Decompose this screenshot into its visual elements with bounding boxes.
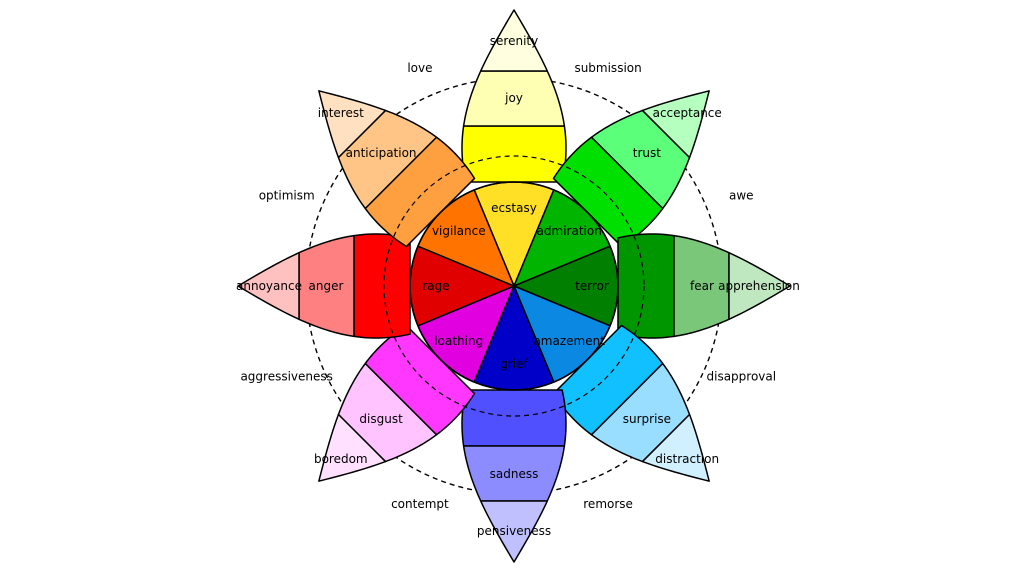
segment-pensiveness-tip <box>479 500 549 563</box>
dyad-disapproval: disapproval <box>707 369 777 383</box>
segment-anger <box>353 233 411 339</box>
label-interest: interest <box>318 106 364 120</box>
segment-joy <box>461 125 567 183</box>
dyad-optimism: optimism <box>259 189 315 203</box>
dyad-contempt: contempt <box>391 497 449 511</box>
label-joy: joy <box>504 91 523 105</box>
label-anticipation: anticipation <box>346 146 417 160</box>
segment-interest-tip <box>318 90 387 159</box>
label-disgust: disgust <box>359 412 403 426</box>
label-vigilance: vigilance <box>432 224 486 238</box>
label-surprise: surprise <box>623 412 671 426</box>
segment-acceptance-tip <box>641 90 710 159</box>
inner-dashed-ring <box>383 155 645 417</box>
label-amazement: amazement <box>533 334 605 348</box>
label-loathing: loathing <box>434 334 483 348</box>
label-annoyance: annoyance <box>236 279 302 293</box>
segment-annoyance-tip <box>237 251 300 321</box>
segment-serenity-tip <box>479 9 549 72</box>
label-serenity: serenity <box>490 34 538 48</box>
label-ecstasy: ecstasy <box>491 201 537 215</box>
emotion-label-layer: serenity joy ecstasy acceptance trust admirat… <box>236 34 800 538</box>
label-anger: anger <box>309 279 344 293</box>
segment-distraction-tip <box>641 413 710 482</box>
label-distraction: distraction <box>655 452 719 466</box>
petal-surprise <box>513 285 710 482</box>
segment-fear <box>617 233 675 339</box>
label-acceptance: acceptance <box>653 106 722 120</box>
label-rage: rage <box>422 279 449 293</box>
petal-anger <box>237 233 515 339</box>
dyad-submission: submission <box>574 61 641 75</box>
dyad-awe: awe <box>729 189 754 203</box>
petal-layer <box>237 9 791 563</box>
label-grief: grief <box>500 357 528 371</box>
segment-apprehension-tip <box>728 251 791 321</box>
label-apprehension: apprehension <box>718 279 800 293</box>
dashed-ring-layer <box>383 155 645 417</box>
segment-boredom-tip <box>318 413 387 482</box>
petal-fear <box>513 233 791 339</box>
petal-anticipation <box>318 90 515 287</box>
label-pensiveness: pensiveness <box>477 524 551 538</box>
dyad-label-layer: love submission awe disapproval remorse conte… <box>240 61 776 511</box>
dyad-aggressiveness: aggressiveness <box>240 369 332 383</box>
label-terror: terror <box>575 279 609 293</box>
segment-sadness <box>461 389 567 447</box>
dyad-love: love <box>407 61 432 75</box>
petal-disgust <box>318 285 515 482</box>
core-outline <box>409 181 619 391</box>
label-trust: trust <box>633 146 661 160</box>
label-fear: fear <box>690 279 714 293</box>
label-admiration: admiration <box>537 224 602 238</box>
label-sadness: sadness <box>490 467 539 481</box>
dyad-remorse: remorse <box>583 497 633 511</box>
label-boredom: boredom <box>314 452 368 466</box>
